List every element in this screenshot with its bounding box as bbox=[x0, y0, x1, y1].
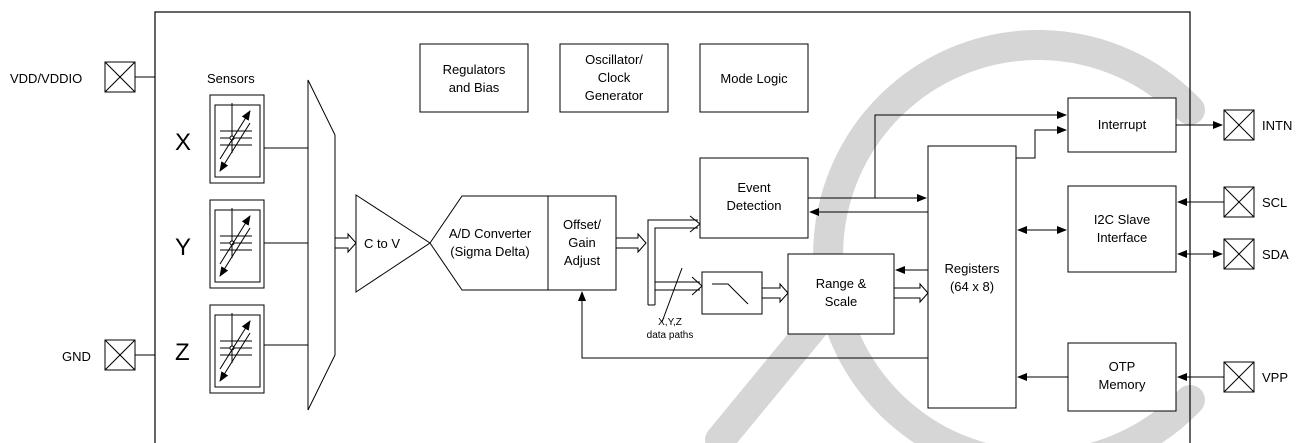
interrupt-block: Interrupt bbox=[1067, 97, 1177, 153]
pin-sda-label: SDA bbox=[1262, 247, 1289, 262]
xyz-data-bus bbox=[647, 215, 703, 323]
oscillator-block: Oscillator/ Clock Generator bbox=[559, 43, 669, 113]
adc-line1: A/D Converter bbox=[449, 226, 532, 241]
sensor-z-label: Z bbox=[175, 339, 190, 366]
pin-intn: INTN bbox=[1176, 109, 1292, 141]
range-line1: Range & bbox=[816, 276, 867, 291]
low-pass-filter-block bbox=[701, 271, 763, 315]
bus-label-line2: data paths bbox=[647, 330, 694, 341]
sensor-y-capacitor bbox=[209, 199, 265, 289]
arrow-mux-to-ctov bbox=[334, 232, 357, 254]
arrow-range-to-registers bbox=[893, 282, 929, 304]
oscillator-line1: Oscillator/ bbox=[585, 52, 643, 67]
regulators-line2: and Bias bbox=[449, 80, 500, 95]
chip-outline bbox=[154, 11, 1191, 443]
otp-line2: Memory bbox=[1099, 377, 1146, 392]
pin-vpp-label: VPP bbox=[1262, 370, 1288, 385]
registers-block: Registers (64 x 8) bbox=[927, 145, 1017, 409]
adc-block: A/D Converter (Sigma Delta) bbox=[429, 195, 549, 291]
regulators-line1: Regulators bbox=[443, 62, 506, 77]
mode-logic-line1: Mode Logic bbox=[720, 71, 788, 86]
c-to-v-block: C to V bbox=[355, 194, 431, 293]
sensor-x-label: X bbox=[175, 129, 191, 156]
pin-scl: SCL bbox=[1177, 186, 1287, 218]
oscillator-line3: Generator bbox=[585, 88, 644, 103]
offset-line3: Adjust bbox=[564, 253, 601, 268]
sensor-x-capacitor bbox=[209, 94, 265, 184]
pin-sda: SDA bbox=[1177, 238, 1289, 270]
interrupt-line1: Interrupt bbox=[1098, 117, 1147, 132]
pin-intn-label: INTN bbox=[1262, 118, 1292, 133]
arrow-offset-to-bus bbox=[615, 232, 647, 254]
multiplexer bbox=[307, 79, 336, 411]
pin-vpp: VPP bbox=[1177, 361, 1288, 393]
arrow-filter-to-range bbox=[761, 282, 789, 304]
i2c-slave-block: I2C Slave Interface bbox=[1067, 185, 1177, 273]
sensor-z-capacitor bbox=[209, 304, 265, 394]
regulators-block: Regulators and Bias bbox=[419, 43, 529, 113]
registers-line1: Registers bbox=[945, 261, 1000, 276]
i2c-line2: Interface bbox=[1097, 230, 1148, 245]
range-scale-block: Range & Scale bbox=[787, 253, 895, 335]
offset-line2: Gain bbox=[568, 235, 595, 250]
oscillator-line2: Clock bbox=[598, 70, 631, 85]
event-line2: Detection bbox=[727, 198, 782, 213]
offset-line1: Offset/ bbox=[563, 217, 601, 232]
pin-scl-label: SCL bbox=[1262, 195, 1287, 210]
pin-vdd: VDD/VDDIO bbox=[10, 61, 155, 93]
range-line2: Scale bbox=[825, 294, 858, 309]
c-to-v-label: C to V bbox=[364, 236, 400, 251]
event-line1: Event bbox=[737, 180, 771, 195]
bus-label-line1: X,Y,Z bbox=[658, 317, 682, 328]
pin-vdd-label: VDD/VDDIO bbox=[10, 71, 82, 86]
otp-memory-block: OTP Memory bbox=[1067, 342, 1177, 412]
pin-gnd-label: GND bbox=[62, 349, 91, 364]
mode-logic-block: Mode Logic bbox=[699, 43, 809, 113]
sensor-y-label: Y bbox=[175, 234, 191, 261]
event-detection-block: Event Detection bbox=[699, 157, 809, 239]
i2c-line1: I2C Slave bbox=[1094, 212, 1150, 227]
pin-gnd: GND bbox=[62, 339, 155, 371]
registers-line2: (64 x 8) bbox=[950, 279, 994, 294]
adc-line2: (Sigma Delta) bbox=[450, 244, 529, 259]
otp-line1: OTP bbox=[1109, 359, 1136, 374]
sensors-title: Sensors bbox=[207, 71, 255, 86]
offset-gain-block: Offset/ Gain Adjust bbox=[547, 195, 617, 291]
